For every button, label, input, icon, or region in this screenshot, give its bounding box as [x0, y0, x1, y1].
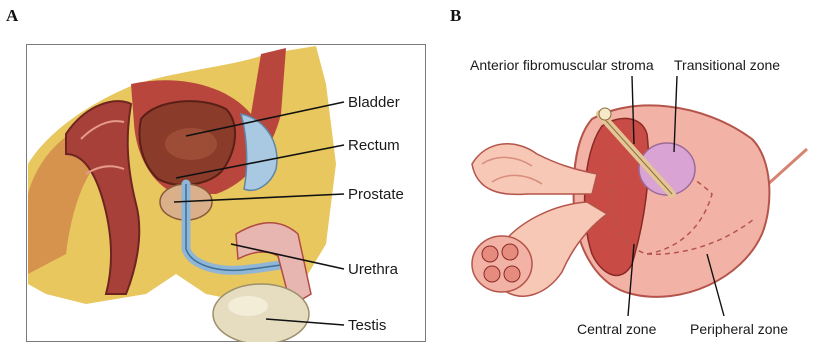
vas-bundle — [472, 236, 532, 292]
testis-highlight — [228, 296, 268, 316]
label-central-zone: Central zone — [577, 321, 657, 337]
vas-tubule — [502, 244, 518, 260]
vas-tubule — [484, 266, 500, 282]
label-testis: Testis — [348, 317, 386, 334]
pelvis-sagittal-figure: Bladder Rectum Prostate Urethra Testis — [26, 44, 426, 347]
panel-label-b: B — [450, 6, 461, 26]
label-urethra: Urethra — [348, 261, 399, 278]
label-transitional-zone: Transitional zone — [674, 57, 780, 73]
label-prostate: Prostate — [348, 186, 404, 203]
vas-tubule — [504, 266, 520, 282]
vas-tubule — [482, 246, 498, 262]
label-anterior-stroma: Anterior fibromuscular stroma — [470, 57, 654, 73]
vas-cross-section — [472, 236, 532, 292]
urethra-opening — [599, 108, 611, 120]
prostate-zones-figure: Anterior fibromuscular stroma Transition… — [462, 44, 812, 347]
zones-drawing — [472, 105, 807, 296]
panel-label-a: A — [6, 6, 18, 26]
label-peripheral-zone: Peripheral zone — [690, 321, 788, 337]
prostate-zones-illustration: Anterior fibromuscular stroma Transition… — [462, 44, 812, 342]
bladder-highlight — [165, 128, 217, 160]
label-rectum: Rectum — [348, 137, 400, 154]
pelvis-sagittal-illustration: Bladder Rectum Prostate Urethra Testis — [26, 44, 426, 342]
label-bladder: Bladder — [348, 94, 400, 111]
